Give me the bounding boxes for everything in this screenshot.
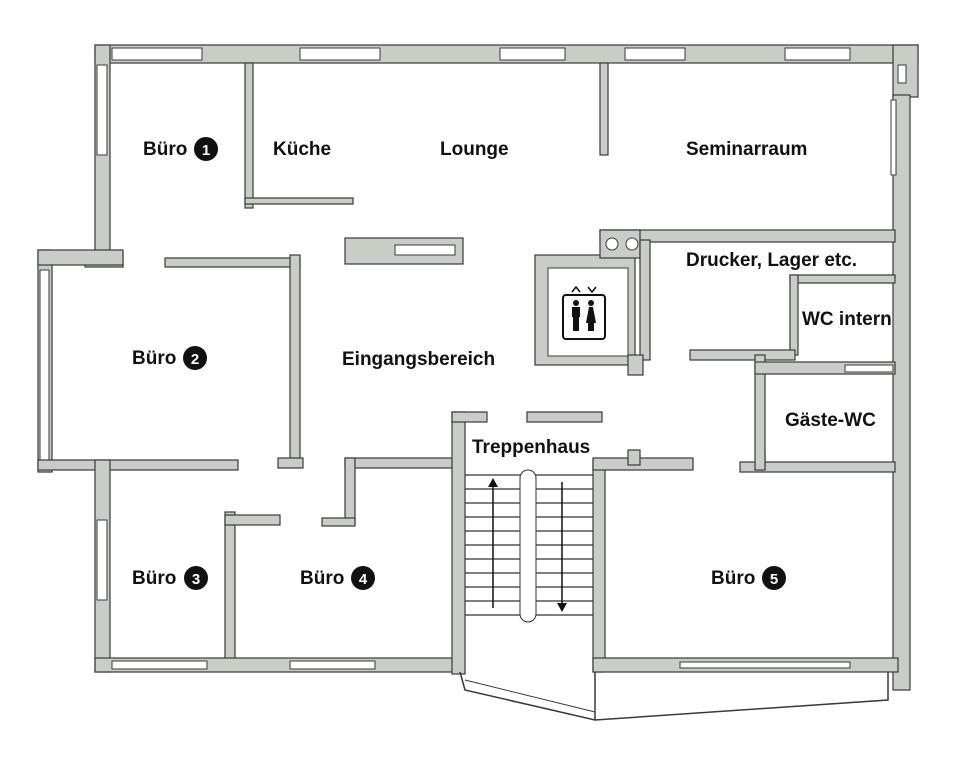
svg-text:Büro: Büro bbox=[143, 139, 187, 160]
room-treppenhaus: Treppenhaus bbox=[472, 437, 590, 458]
elevator-icon bbox=[562, 285, 606, 340]
room-buero-5: Büro 5 bbox=[711, 566, 786, 590]
room-gaeste-wc: Gäste-WC bbox=[785, 410, 876, 431]
room-buero-3: Büro 3 bbox=[132, 566, 208, 590]
room-drucker-lager: Drucker, Lager etc. bbox=[686, 250, 857, 271]
svg-text:5: 5 bbox=[770, 571, 778, 588]
stairs-up-arrow-icon bbox=[488, 478, 498, 608]
walls bbox=[37, 44, 919, 721]
svg-text:Büro: Büro bbox=[711, 568, 755, 589]
svg-text:1: 1 bbox=[202, 142, 210, 159]
svg-text:Büro: Büro bbox=[132, 568, 176, 589]
stair-handrail bbox=[519, 469, 537, 623]
svg-text:2: 2 bbox=[191, 351, 199, 368]
stairs-down-arrow-icon bbox=[557, 482, 567, 612]
room-buero-4: Büro 4 bbox=[300, 566, 375, 590]
svg-text:4: 4 bbox=[359, 571, 368, 588]
room-buero-2: Büro 2 bbox=[132, 346, 207, 370]
room-eingangsbereich: Eingangsbereich bbox=[342, 349, 495, 370]
room-seminarraum: Seminarraum bbox=[686, 139, 807, 160]
room-lounge: Lounge bbox=[440, 139, 509, 160]
svg-text:Büro: Büro bbox=[132, 348, 176, 369]
room-wc-intern: WC intern bbox=[802, 309, 892, 330]
room-buero-1: Büro 1 bbox=[143, 137, 218, 161]
svg-text:3: 3 bbox=[192, 571, 200, 588]
svg-text:Büro: Büro bbox=[300, 568, 344, 589]
room-labels: Büro 1 Küche Lounge Seminarraum Büro 2 Ein… bbox=[132, 137, 892, 590]
room-kueche: Küche bbox=[273, 139, 331, 160]
